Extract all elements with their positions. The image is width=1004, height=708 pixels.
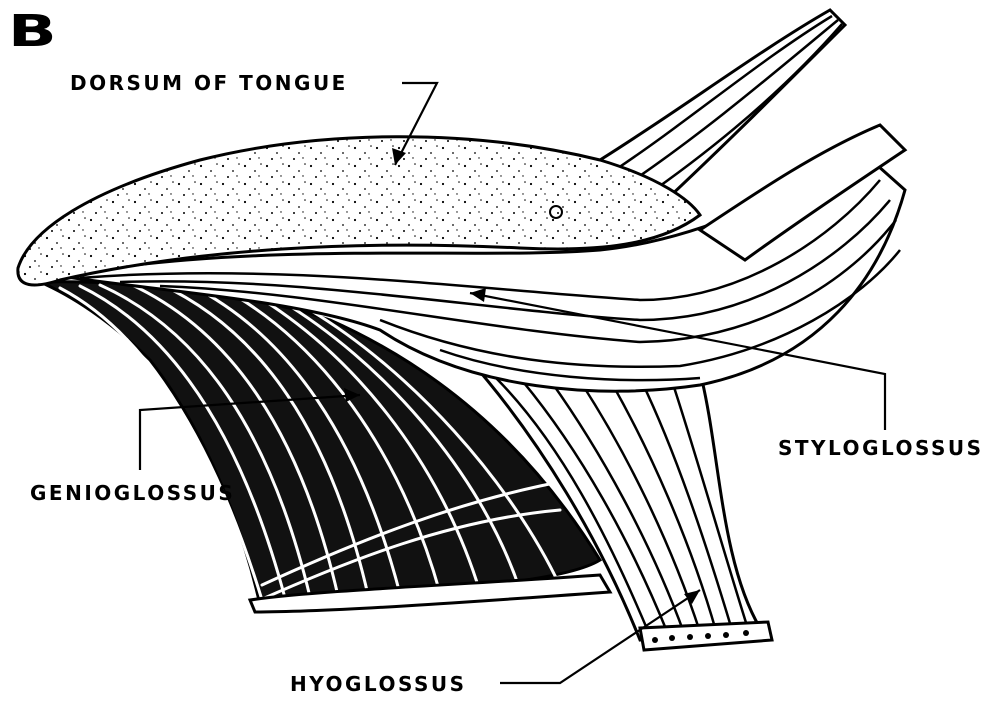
panel-label: B (8, 10, 57, 54)
label-dorsum-of-tongue: DORSUM OF TONGUE (70, 71, 348, 95)
label-hyoglossus: HYOGLOSSUS (290, 672, 467, 696)
label-genioglossus: GENIOGLOSSUS (30, 481, 235, 505)
label-styloglossus: STYLOGLOSSUS (778, 436, 984, 460)
